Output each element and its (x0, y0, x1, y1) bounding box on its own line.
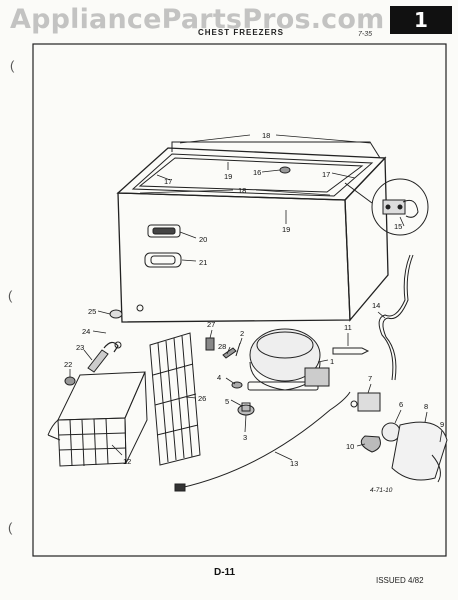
callout-label: 11 (344, 323, 352, 332)
callout-label: 13 (290, 459, 298, 468)
callout-label: 1 (330, 357, 334, 366)
callout-label: 17 (322, 170, 330, 179)
callout-label: 12 (123, 457, 131, 466)
callout-label: 8 (424, 402, 428, 411)
condenser-grille (149, 332, 201, 466)
binder-hole-mark: ( (8, 520, 13, 535)
callout-label: 19 (282, 225, 290, 234)
callout-label: 20 (199, 235, 207, 244)
lid-switch (279, 166, 291, 174)
page-title: CHEST FREEZERS (198, 28, 285, 37)
callout-label: 16 (253, 168, 261, 177)
callout-label: 28 (218, 342, 226, 351)
issued-date: ISSUED 4/82 (376, 576, 424, 585)
callout-label: 19 (224, 172, 232, 181)
page-id: D-11 (214, 567, 236, 578)
callout-label: 24 (82, 327, 90, 336)
callout-label: 27 (207, 320, 215, 329)
callout-label: 26 (198, 394, 206, 403)
callout-label: 5 (225, 397, 229, 406)
callout-label: 18 (238, 186, 246, 195)
overload-assembly (360, 422, 401, 453)
relay (357, 392, 381, 412)
section-ref: 7-35 (358, 31, 373, 38)
callout-label: 2 (240, 329, 244, 338)
callout-label: 25 (88, 307, 96, 316)
callout-label: 15 (394, 222, 402, 231)
wire-basket (47, 371, 148, 467)
lid-handle-assembly (144, 224, 182, 268)
callout-label: 18 (262, 131, 270, 140)
callout-label: 9 (440, 420, 444, 429)
compressor (247, 328, 330, 391)
callout-label: 3 (243, 433, 247, 442)
binder-hole-mark: ( (10, 58, 15, 73)
callout-label: 21 (199, 258, 207, 267)
drain-tube (378, 254, 411, 381)
watermark: AppliancePartsPros.com (10, 4, 385, 35)
callout-label: 14 (372, 301, 380, 310)
callout-label: 17 (164, 177, 172, 186)
callout-label: 23 (76, 343, 84, 352)
callout-label: 7 (368, 374, 372, 383)
callout-label: 6 (399, 400, 403, 409)
door-gasket (171, 141, 381, 159)
diagram-frame (32, 43, 447, 557)
callout-label: 10 (346, 442, 354, 451)
callout-label: 22 (64, 360, 72, 369)
filter-drier (332, 347, 370, 355)
binder-hole-mark: ( (8, 288, 13, 303)
freezer-cabinet (116, 147, 389, 323)
page-number-badge: 1 (390, 6, 452, 34)
terminal-cover (391, 421, 448, 481)
thermostat-detail (344, 178, 429, 236)
leader-lines (69, 134, 443, 461)
mounting-hardware (205, 337, 255, 416)
callout-label: 4 (217, 373, 221, 382)
drain-fittings (64, 309, 123, 386)
power-cord (179, 391, 351, 489)
drawing-code: 4-71-10 (370, 487, 393, 494)
